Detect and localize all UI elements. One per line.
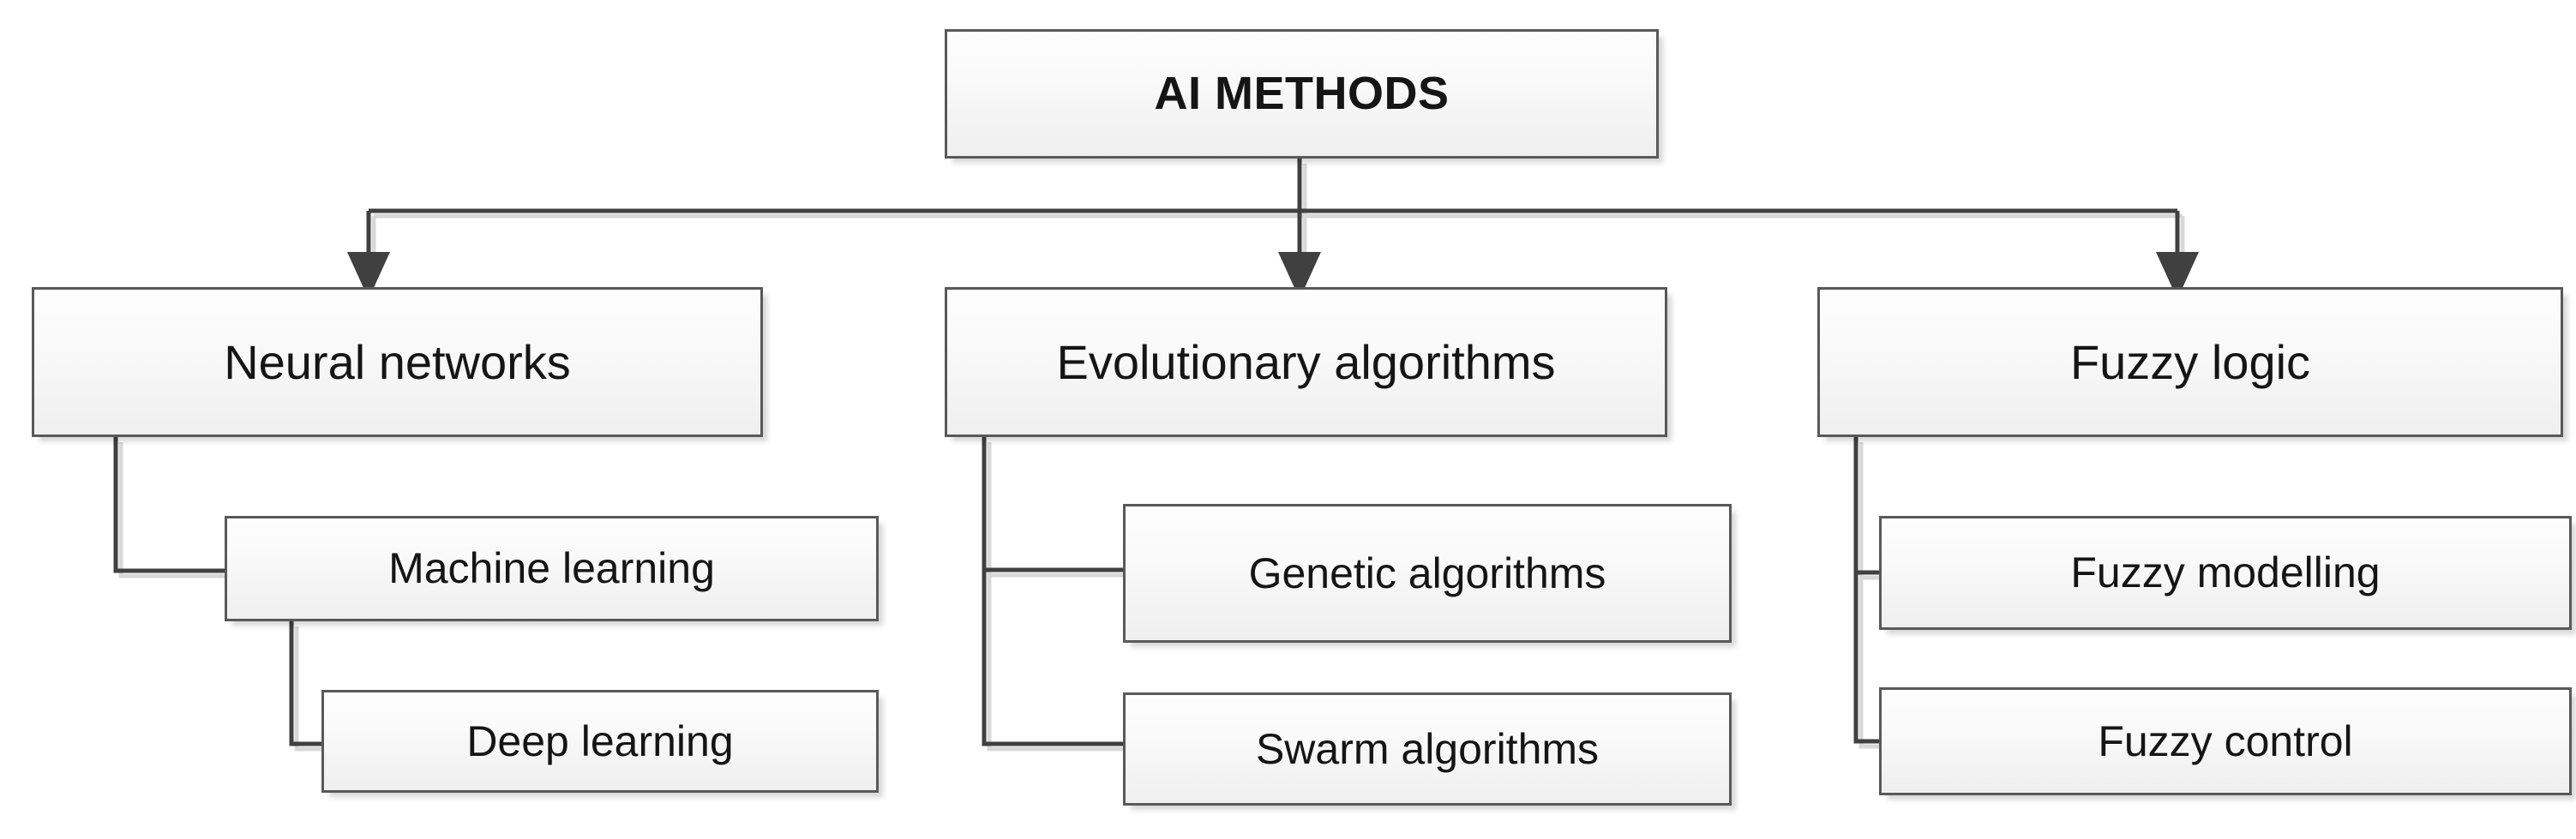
node-machine-learning[interactable]: Machine learning [225,516,879,621]
elbow-fuzzy-to-modelling [1853,437,1879,575]
node-label-deep-learning: Deep learning [466,716,734,765]
connector-arrows [347,211,2199,299]
node-label-ai-methods: AI METHODS [1154,67,1450,119]
node-label-fuzzy-modelling: Fuzzy modelling [2070,548,2381,596]
elbow-evolutionary-to-swarm [982,437,1123,746]
node-fuzzy-modelling[interactable]: Fuzzy modelling [1879,516,2572,630]
node-genetic-algorithms[interactable]: Genetic algorithms [1123,504,1732,643]
node-label-neural-networks: Neural networks [224,334,571,389]
node-swarm-algorithms[interactable]: Swarm algorithms [1123,692,1732,806]
node-evolutionary-algorithms[interactable]: Evolutionary algorithms [945,287,1667,437]
node-fuzzy-logic[interactable]: Fuzzy logic [1817,287,2563,437]
node-ai-methods[interactable]: AI METHODS [945,29,1659,159]
elbow-neural-to-machine-learning [113,437,225,573]
elbow-machine-to-deep-learning [289,621,321,746]
node-neural-networks[interactable]: Neural networks [32,287,763,437]
elbow-fuzzy-to-control [1853,437,1879,744]
elbow-evolutionary-to-genetic [982,437,1123,572]
node-deep-learning[interactable]: Deep learning [321,690,879,793]
node-label-genetic-algorithms: Genetic algorithms [1248,548,1606,597]
node-label-machine-learning: Machine learning [388,544,715,592]
node-label-evolutionary-algorithms: Evolutionary algorithms [1056,334,1556,389]
node-label-fuzzy-control: Fuzzy control [2098,716,2353,765]
node-label-fuzzy-logic: Fuzzy logic [2069,334,2311,389]
node-fuzzy-control[interactable]: Fuzzy control [1879,687,2572,795]
connector-lines [369,159,2177,213]
node-label-swarm-algorithms: Swarm algorithms [1255,724,1600,773]
